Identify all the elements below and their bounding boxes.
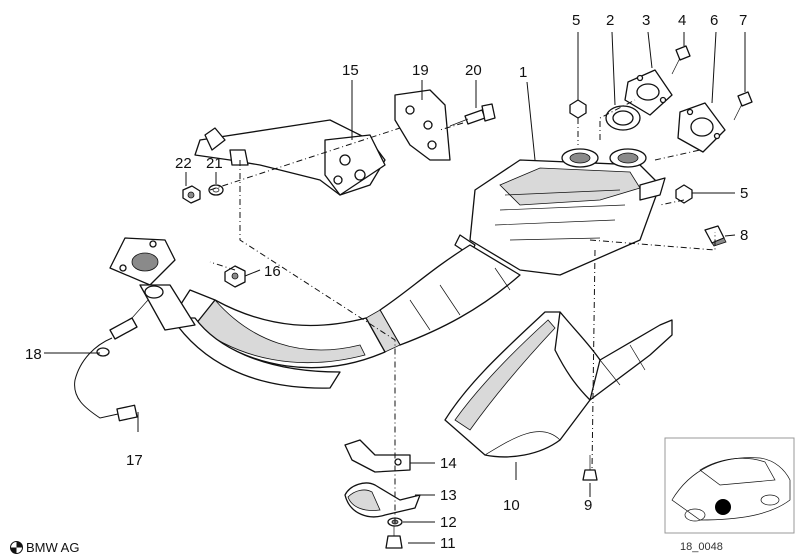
washer-21 [208,184,224,196]
callout-12: 12 [440,514,457,531]
callout-9: 9 [584,497,592,514]
heat-shield-10 [444,311,673,458]
location-marker-icon [715,499,731,515]
leader-lines [44,31,746,544]
oxygen-sensor [74,299,149,422]
nut-22 [182,185,201,204]
bracket-13 [344,482,421,518]
callout-16: 16 [264,263,281,280]
callout-13: 13 [440,487,457,504]
callout-4: 4 [678,12,686,29]
bracket-15 [194,119,386,196]
callout-21: 21 [206,155,223,172]
flange-3 [624,69,673,116]
gasket-2 [605,105,641,131]
nut-16 [224,265,246,288]
callout-11: 11 [440,535,456,552]
gasket-6 [677,102,726,153]
nut-5-top [569,99,587,119]
callout-8: 8 [740,227,748,244]
catalytic-converter [454,159,666,276]
callout-2: 2 [606,12,614,29]
callout-5-right: 5 [740,185,748,202]
callout-18: 18 [25,346,42,363]
assembly-lines [209,99,716,525]
callout-14: 14 [440,455,457,472]
copyright-icon [10,541,23,554]
front-pipe [171,244,521,389]
vehicle-location-inset [664,437,795,534]
nut-5-right [675,184,693,204]
callout-19: 19 [412,62,429,79]
inlet-flanges [561,148,647,168]
callout-15: 15 [342,62,359,79]
callout-22: 22 [175,155,192,172]
copyright-notice: BMW AG [10,540,79,555]
bolt-9 [582,455,598,481]
callout-3: 3 [642,12,650,29]
callout-10: 10 [503,497,520,514]
bolt-20 [449,103,496,127]
bolt-4 [671,45,691,75]
callout-5-top: 5 [572,12,580,29]
diagram-reference: 18_0048 [680,541,723,553]
clip-8 [704,225,727,247]
bolt-7 [733,91,753,121]
callout-labels: 1 2 3 4 5 5 6 7 8 9 10 11 12 13 14 15 16… [25,12,748,552]
callout-1: 1 [519,64,527,81]
bracket-19 [394,89,451,161]
copyright-text: BMW AG [26,540,80,555]
bolt-11 [385,526,403,549]
bracket-14 [344,439,411,473]
callout-20: 20 [465,62,482,79]
callout-17: 17 [126,452,143,469]
manifold-flange-left [109,237,196,331]
callout-6: 6 [710,12,718,29]
callout-7: 7 [739,12,747,29]
